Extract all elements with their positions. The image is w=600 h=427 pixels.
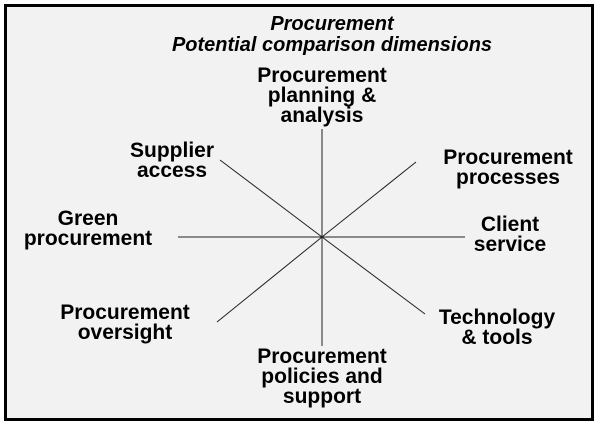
label-line: policies and — [261, 365, 383, 388]
label-line: Procurement — [443, 146, 573, 169]
label-line: & tools — [461, 326, 533, 349]
label-supplier-access: Supplier access — [129, 139, 215, 182]
label-policies-support: Procurement policies and support — [257, 345, 387, 408]
axis-top-left — [219, 159, 323, 238]
label-line: Procurement — [60, 301, 190, 324]
subtitle-line: Potential comparison dimensions — [171, 34, 493, 56]
label-oversight: Procurement oversight — [60, 301, 190, 344]
label-line: Client — [480, 213, 540, 236]
diagram-frame — [4, 4, 594, 421]
label-processes: Procurement processes — [443, 146, 573, 189]
label-line: procurement — [23, 227, 153, 250]
label-line: Technology — [438, 306, 556, 329]
axis-top-right — [321, 161, 417, 238]
diagram-title: Procurement Potential comparison dimensi… — [172, 14, 492, 56]
label-planning-analysis: Procurement planning & analysis — [257, 64, 387, 127]
label-line: service — [473, 233, 547, 256]
label-client-service: Client service — [473, 213, 547, 256]
label-line: processes — [456, 166, 560, 189]
label-technology-tools: Technology & tools — [438, 306, 556, 349]
label-line: Procurement — [257, 64, 387, 87]
label-line: planning & — [267, 84, 377, 107]
label-line: support — [282, 385, 362, 408]
label-line: analysis — [280, 104, 364, 127]
axis-bottom-right — [321, 236, 426, 315]
axis-bottom-left — [216, 236, 323, 323]
label-line: access — [136, 159, 208, 182]
label-line: Supplier — [129, 139, 215, 162]
label-line: Green — [57, 207, 119, 230]
label-green-procurement: Green procurement — [23, 207, 153, 250]
title-line: Procurement — [270, 13, 394, 35]
label-line: oversight — [77, 321, 173, 344]
label-line: Procurement — [257, 345, 387, 368]
